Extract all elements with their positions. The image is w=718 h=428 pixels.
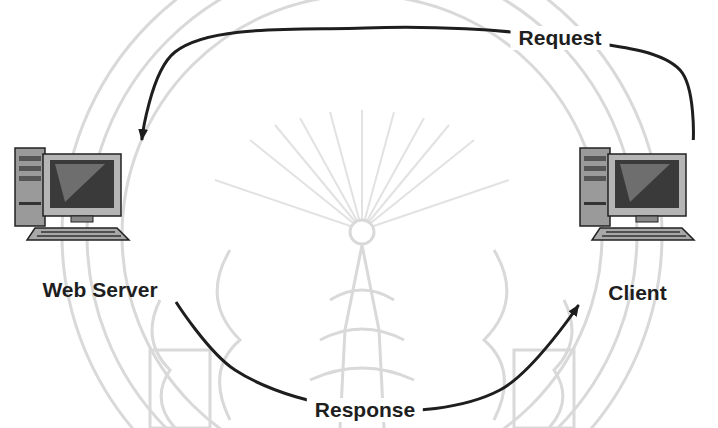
arc-arrow: [176, 302, 579, 411]
node-label: Client: [560, 281, 715, 305]
computer-node: Client: [560, 140, 715, 305]
computer-icon: [570, 140, 700, 250]
computer-icon: [5, 140, 135, 250]
arrow-label: Request: [511, 26, 610, 50]
node-label: Web Server: [5, 278, 195, 302]
computer-node: Web Server: [5, 140, 195, 302]
arrow-label: Response: [307, 398, 423, 422]
arc-arrow: [142, 27, 694, 140]
